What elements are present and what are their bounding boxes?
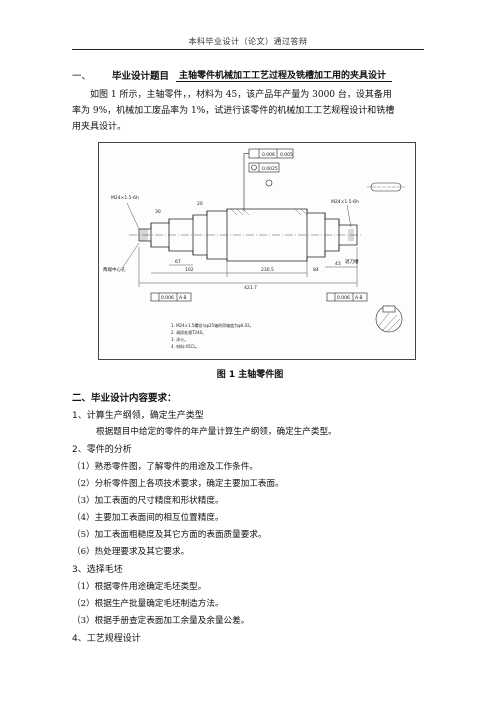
- dim-102: 102: [185, 267, 194, 273]
- tol-value-4: 0.006: [337, 295, 350, 301]
- subsection-3-item-3: （3）根据手册查定表面加工余量及余量公差。: [72, 616, 250, 626]
- tol-value-3b: A-B: [179, 295, 187, 301]
- tech-note-2: 2. 调质处理T240。: [171, 329, 206, 335]
- tol-value-1b: 0.005: [280, 152, 293, 158]
- figure-caption: 图 1 主轴零件图: [216, 370, 284, 380]
- tol-value-1: 0.006: [262, 152, 275, 158]
- subsection-2-item-2: （2）分析零件图上各项技术要求，确定主要加工表面。: [72, 479, 284, 489]
- page-header: 本科毕业设计（论文）通过答辩: [188, 37, 308, 46]
- dimension-lines: [138, 247, 358, 287]
- subsection-2-item-3: （3）加工表面的尺寸精度和形状精度。: [72, 496, 224, 506]
- dim-84: 84: [313, 267, 319, 273]
- tech-note-1: 1. M24×1.5螺纹与φ25轴的同轴度为φ0.02。: [171, 322, 254, 328]
- subsection-3-item-1: （1）根据零件用途确定毛坯类型。: [72, 582, 207, 592]
- subsection-3-title: 3、选择毛坯: [72, 565, 123, 575]
- subsection-2-item-1: （1）熟悉零件图，了解零件的用途及工作条件。: [72, 462, 258, 472]
- subsection-2-item-6: （6）热处理要求及其它要求。: [72, 547, 190, 557]
- detail-view-keyway: [367, 182, 405, 192]
- tech-note-3: 3. 淬火。: [171, 336, 188, 342]
- tolerance-frame-top: 0.006 0.005 0.0025: [243, 148, 294, 211]
- thread-label-left: M24×1.5-6h: [111, 195, 139, 201]
- relief-groove-note: 退刀槽: [345, 258, 359, 265]
- thesis-title: 主轴零件机械加工工艺过程及铣槽加工用的夹具设计: [176, 68, 393, 82]
- section-1-heading: 一、 毕业设计题目 主轴零件机械加工工艺过程及铣槽加工用的夹具设计: [72, 68, 432, 84]
- center-hole-note: 两端中心孔: [103, 266, 126, 273]
- tolerance-frame-bottom: 0.006 A-B 0.006 A-B: [150, 292, 368, 302]
- dim-20: 20: [197, 201, 203, 207]
- subsection-2-title: 2、零件的分析: [72, 445, 132, 455]
- drawing-svg: 0.006 0.005 0.0025: [103, 148, 405, 349]
- dim-230: 230.5: [261, 267, 274, 273]
- intro-line-1: 如图 1 所示，主轴零件，，材料为 45，该产品年产量为 3000 台，设其备用: [90, 90, 392, 100]
- section-2-heading: 二、毕业设计内容要求：: [72, 393, 177, 404]
- tol-value-2: 0.0025: [262, 166, 278, 172]
- subsection-4-title: 4、工艺规程设计: [72, 634, 141, 644]
- intro-line-2: 率为 9%，机械加工废品率为 1%，试进行该零件的机械加工工艺规程设计和铣槽: [72, 106, 395, 116]
- dim-67: 67: [175, 259, 181, 265]
- section-1-number: 一、: [72, 71, 92, 82]
- dim-total: 421.7: [244, 285, 257, 291]
- header-rule: [72, 49, 424, 50]
- tech-note-4: 4. 材料:45CL。: [171, 343, 200, 349]
- section-1-label: 毕业设计题目: [112, 71, 170, 82]
- subsection-2-item-4: （4）主要加工表面间的相互位置精度。: [72, 513, 224, 523]
- dim-43: 43: [335, 261, 341, 267]
- subsection-2-item-5: （5）加工表面粗糙度及其它方面的表面质量要求。: [72, 530, 267, 540]
- dim-30: 30: [155, 209, 161, 215]
- shaft-profile: [138, 208, 358, 262]
- subsection-1-title: 1、计算生产纲领，确定生产类型: [72, 411, 204, 421]
- subsection-1-para: 根据题目中给定的零件的年产量计算生产纲领，确定生产类型。: [96, 427, 337, 437]
- thread-label-right: M24×1.5-6h: [331, 199, 359, 205]
- intro-line-3: 用夹具设计。: [72, 122, 127, 132]
- tol-value-4b: A-B: [355, 295, 363, 301]
- subsection-3-item-2: （2）根据生产批量确定毛坯制造方法。: [72, 599, 224, 609]
- cross-section-view: [375, 305, 403, 333]
- tol-value-3: 0.006: [161, 295, 174, 301]
- spindle-part-drawing: 0.006 0.005 0.0025: [98, 142, 416, 360]
